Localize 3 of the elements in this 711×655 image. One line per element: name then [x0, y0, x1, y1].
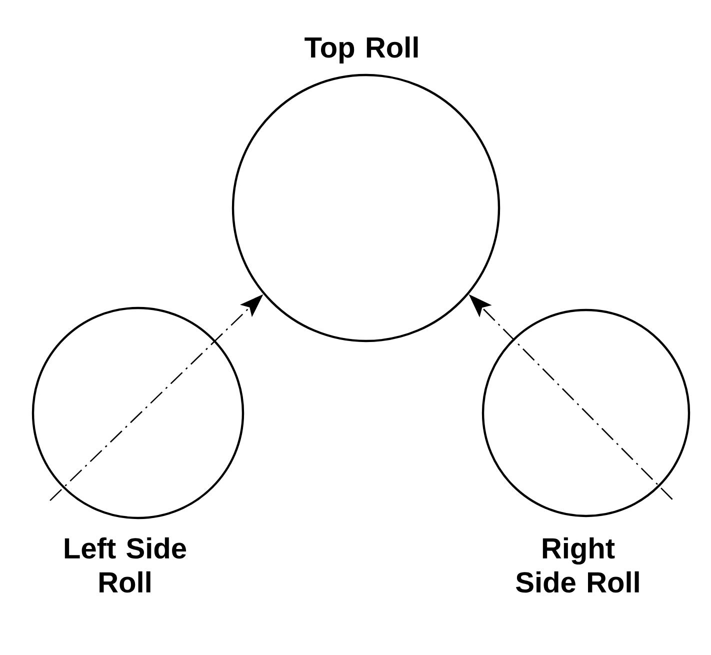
roll-label: Right Side Roll	[516, 537, 639, 593]
roll-label: Left Side Roll	[64, 537, 186, 593]
roll-label: Top Roll	[304, 36, 418, 64]
